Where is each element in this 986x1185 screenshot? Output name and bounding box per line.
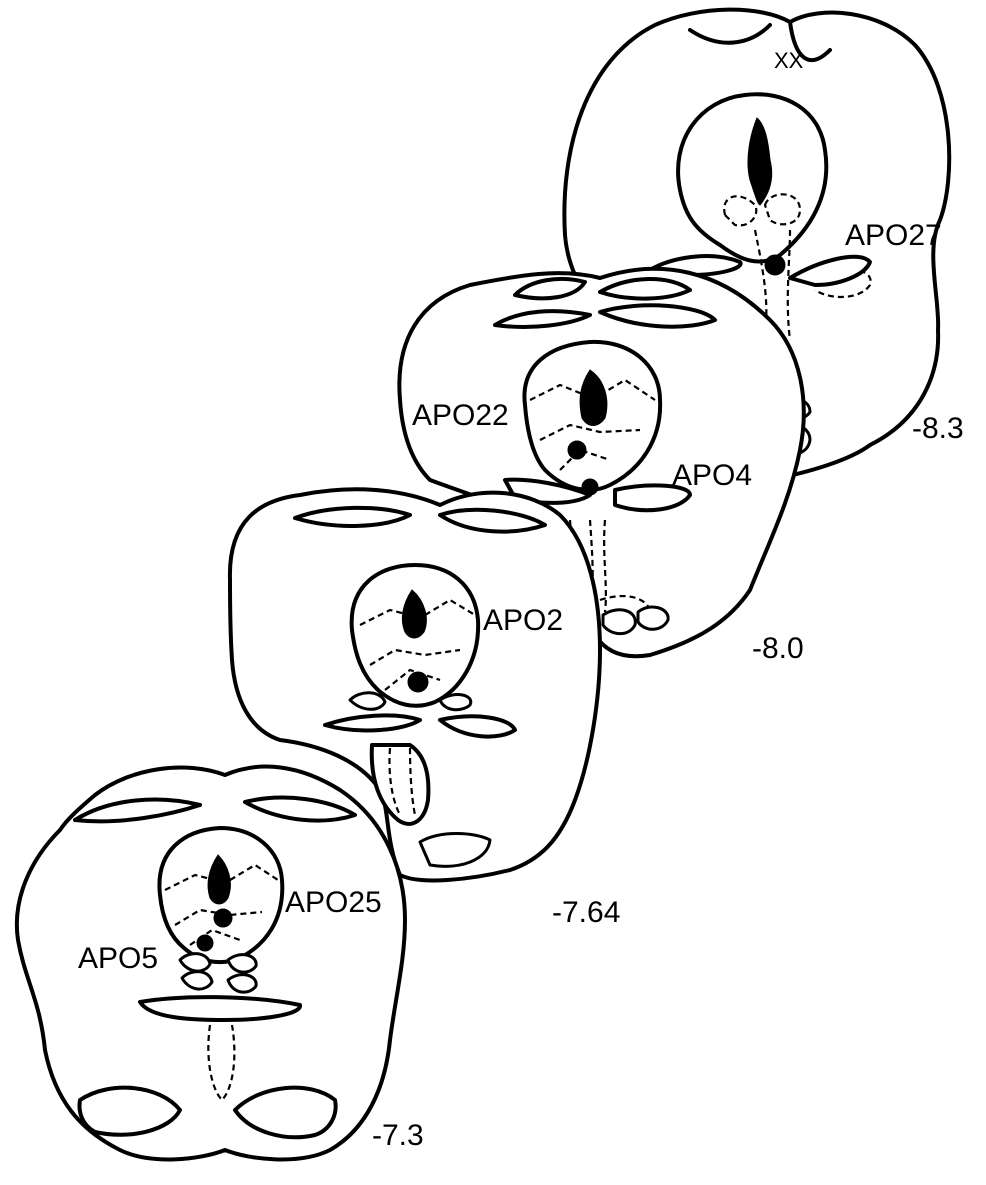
level-label-section-2: -8.0: [752, 632, 804, 665]
label-apo25: APO25: [285, 886, 382, 919]
section-3-lesion-apo2: [408, 672, 428, 692]
section-level-7-3: [17, 767, 405, 1160]
section-3-nucleus-right: [440, 695, 471, 710]
label-apo5: APO5: [78, 942, 158, 975]
section-1-midline-mark: XX: [774, 48, 804, 73]
section-2-olive-a: [603, 610, 635, 634]
label-apo2: APO2: [483, 604, 563, 637]
section-3-olive-complex: [372, 745, 429, 824]
section-2-olive-b: [638, 607, 668, 629]
level-label-section-4: -7.3: [372, 1119, 424, 1152]
label-apo22: APO22: [412, 399, 509, 432]
level-label-section-3: -7.64: [552, 896, 620, 929]
level-label-section-1: -8.3: [912, 412, 964, 445]
label-apo27: APO27: [845, 219, 942, 252]
section-1-lesion-apo27: [765, 255, 785, 275]
label-apo4: APO4: [672, 459, 752, 492]
section-4-pyramid: [140, 997, 300, 1020]
